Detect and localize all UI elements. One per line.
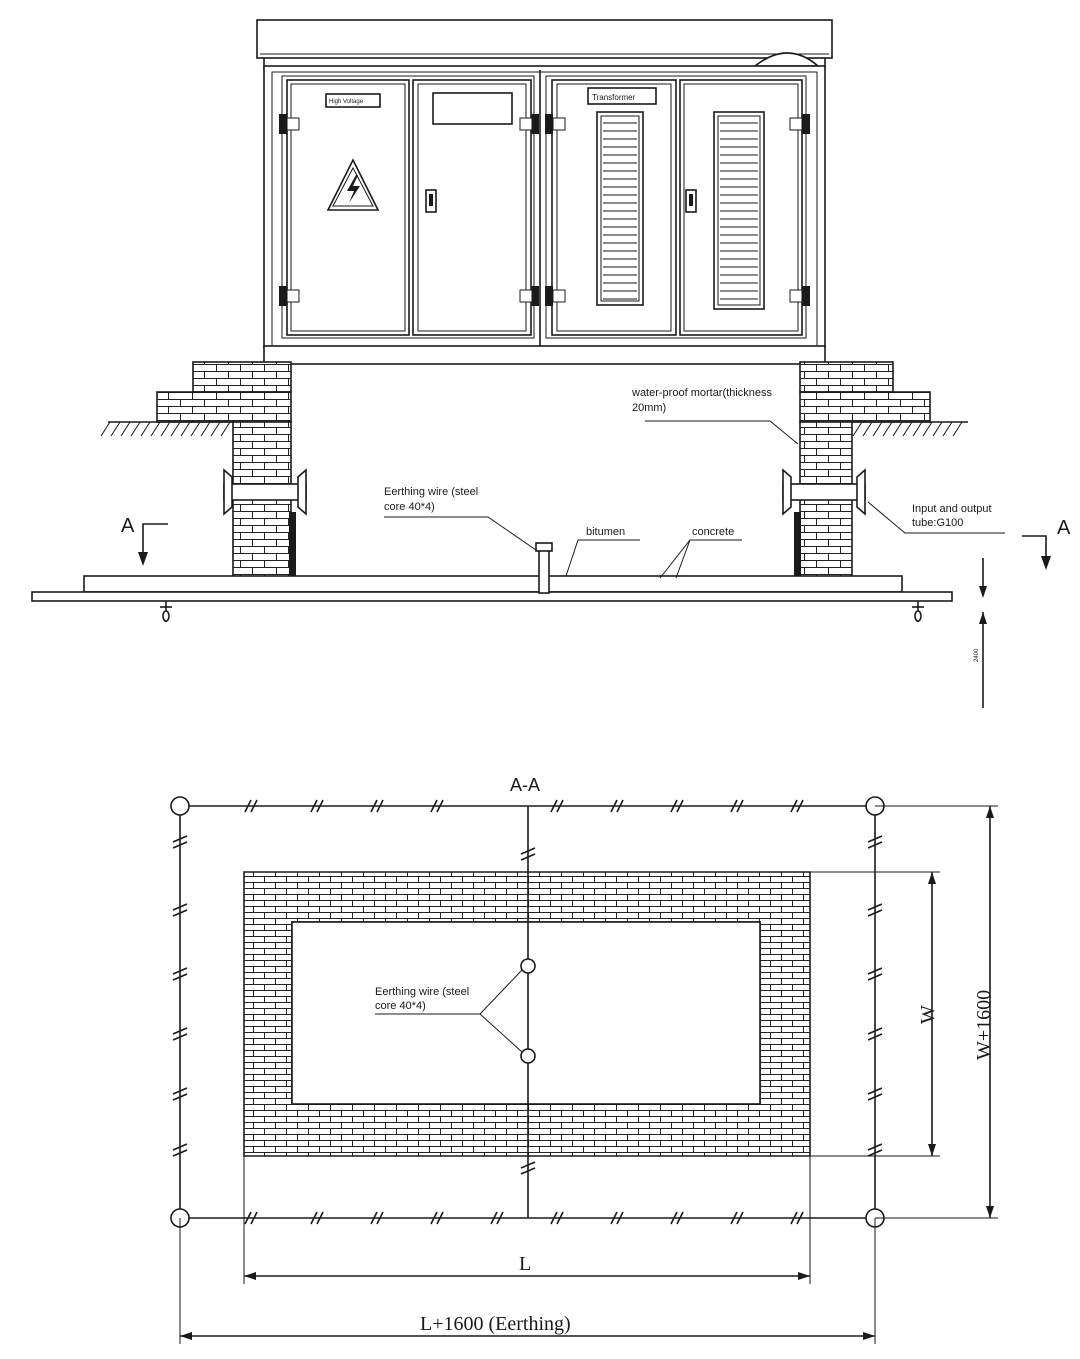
brick-ring-wall	[243, 871, 811, 1157]
dimension-l: L	[243, 1156, 811, 1284]
input-output-tube-left	[223, 468, 307, 516]
transformer-door-left: Transformer	[551, 79, 677, 336]
high-voltage-label: High Voltage	[329, 99, 364, 105]
concrete-callout: concrete	[659, 526, 742, 579]
elevation-view: High Voltage Transformer	[31, 19, 1071, 708]
base-slab	[31, 575, 953, 602]
door-hinges	[279, 114, 810, 306]
dimension-w1600: W+1600	[875, 805, 998, 1219]
high-voltage-door-left: High Voltage	[286, 79, 410, 336]
concrete-label: concrete	[692, 526, 734, 538]
small-dimension-label: 2400	[974, 648, 980, 662]
transformer-door-right	[679, 79, 803, 336]
dimension-l1600: L+1600 (Eerthing)	[179, 1218, 876, 1344]
high-voltage-door-right	[412, 79, 532, 336]
dimension-w-label: W	[917, 1005, 939, 1024]
lightning-warning-icon	[326, 158, 380, 211]
earthing-label-line1: Eerthing wire (steel	[384, 486, 478, 498]
earthing-callout: Eerthing wire (steel core 40*4)	[384, 486, 537, 551]
small-dimension: 2400	[974, 558, 987, 708]
ground-anchor-left	[160, 601, 172, 622]
plan-title: A-A	[510, 775, 540, 795]
earthing-label-line2: core 40*4)	[384, 501, 435, 513]
waterproof-callout: water-proof mortar(thickness 20mm)	[631, 387, 799, 445]
plan-earthing-label-line2: core 40*4)	[375, 1000, 426, 1012]
waterproof-label-line1: water-proof mortar(thickness	[631, 387, 772, 399]
section-marker-label-right: A	[1057, 517, 1071, 539]
plan-view: A-A Eerthing wire (steel core 40*4)	[170, 775, 998, 1344]
bitumen-callout: bitumen	[565, 526, 640, 577]
roof	[256, 19, 833, 70]
input-output-tube-right	[782, 468, 866, 516]
arrow-up-icon	[979, 612, 987, 624]
section-marker-label-left: A	[121, 515, 135, 537]
waterproof-label-line2: 20mm)	[632, 402, 666, 414]
brick-foundation-left	[156, 361, 296, 578]
arrow-down-icon-2	[1041, 556, 1051, 570]
arrow-down-icon	[138, 552, 148, 566]
brick-foundation-right	[794, 361, 931, 578]
bitumen-label: bitumen	[586, 526, 625, 538]
plan-earthing-label-line1: Eerthing wire (steel	[375, 986, 469, 998]
ground-line-left	[100, 421, 233, 437]
ground-line-right	[852, 421, 968, 437]
tube-label-line1: Input and output	[912, 503, 992, 515]
earthing-electrode-top-left	[170, 796, 190, 816]
section-marker-left: A	[121, 515, 168, 566]
transformer-label: Transformer	[592, 93, 636, 102]
dimension-w1600-label: W+1600	[973, 990, 995, 1060]
ground-anchor-right	[912, 601, 924, 622]
door-window	[432, 92, 513, 125]
dimension-l-label: L	[519, 1253, 531, 1275]
louver-vent-icon	[596, 111, 644, 306]
dimension-w: W	[810, 871, 940, 1157]
arrow-down-icon-3	[979, 586, 987, 598]
section-marker-right: A	[1022, 517, 1071, 570]
tube-label-line2: tube:G100	[912, 517, 963, 529]
dimension-l1600-label: L+1600 (Eerthing)	[420, 1313, 571, 1335]
tube-callout: Input and output tube:G100	[867, 501, 1005, 534]
center-earthing-wire: Eerthing wire (steel core 40*4)	[375, 806, 536, 1218]
earthing-rod	[535, 542, 553, 594]
